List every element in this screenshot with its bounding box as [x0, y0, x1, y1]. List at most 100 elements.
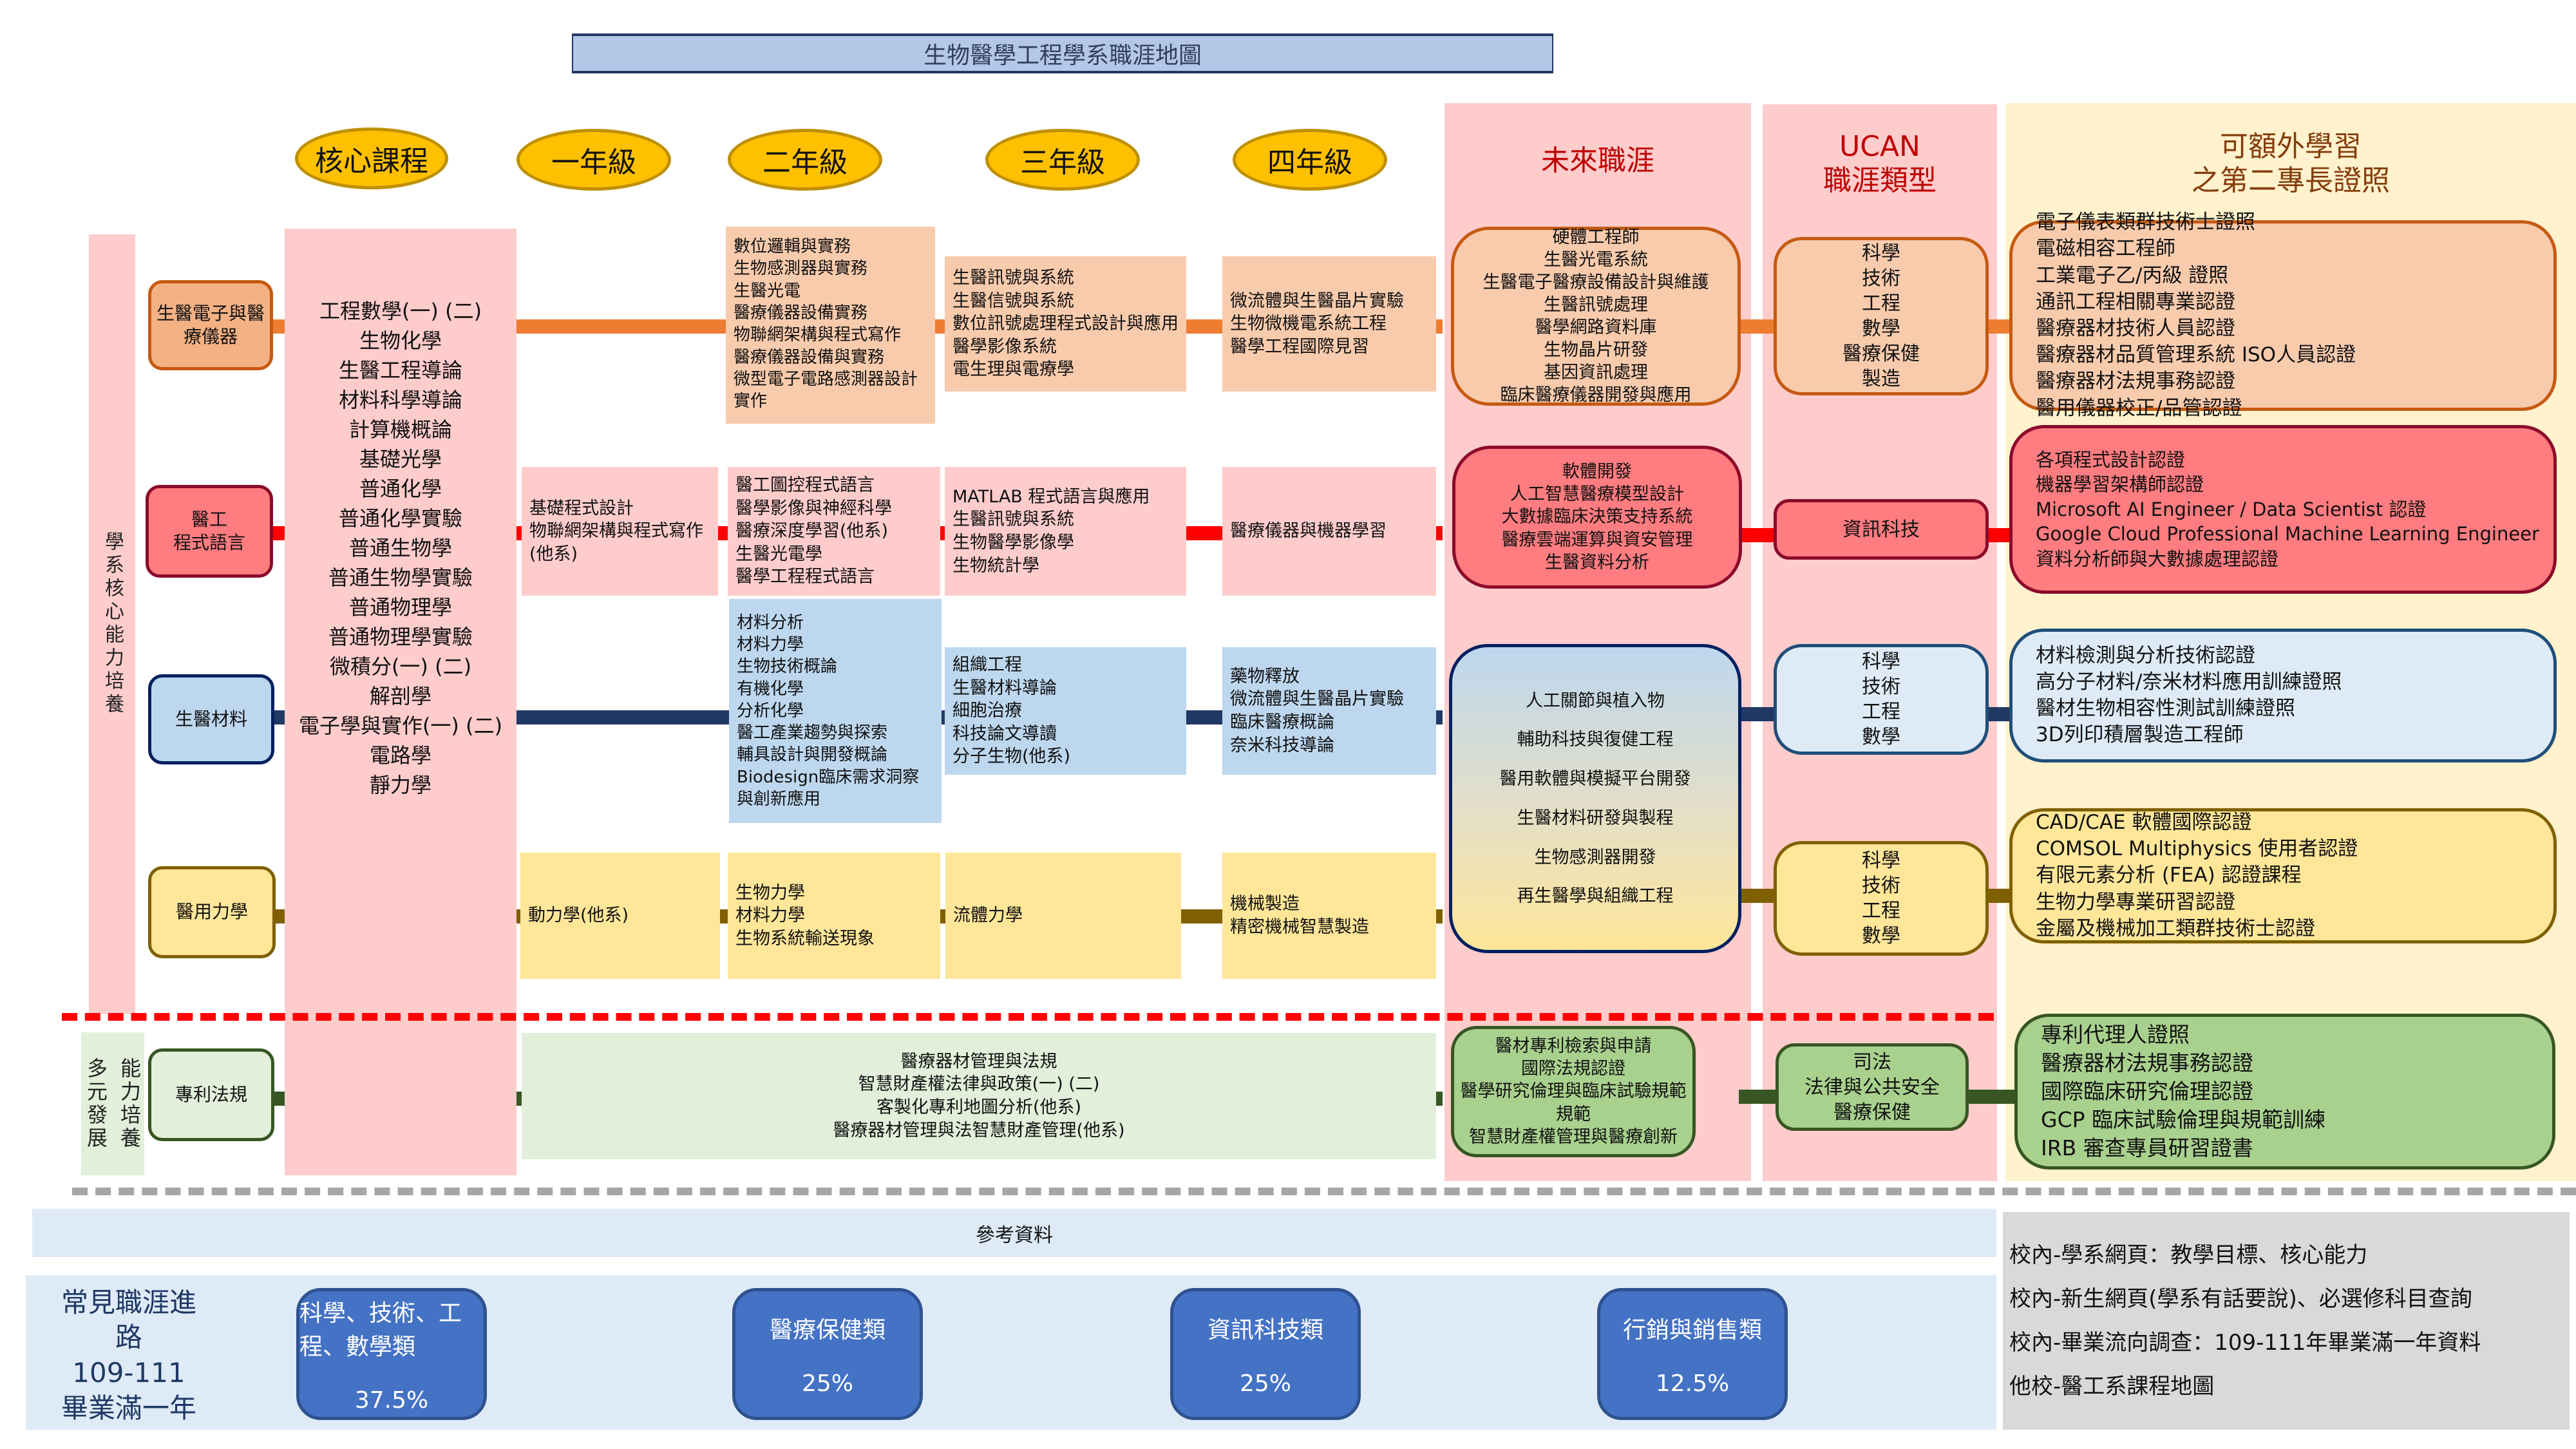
course-item: 醫學影像與神經科學 [735, 498, 892, 518]
ucan-item: 技術 [1862, 267, 1900, 290]
cert-item: 電磁相容工程師 [2036, 237, 2175, 261]
materials-year3-courses: 組織工程生醫材料導論細胞治療科技論文導讀分子生物(他系) [945, 647, 1186, 775]
core-course: 普通化學 [359, 477, 442, 501]
core-course: 工程數學(一) (二) [319, 299, 482, 323]
core-course: 普通物理學實驗 [328, 625, 473, 649]
ucan-item: 科學 [1862, 242, 1900, 265]
cert-item: 醫材生物相容性測試訓練證照 [2036, 697, 2295, 720]
cert-item: 國際臨床研究倫理認證 [2041, 1079, 2253, 1104]
section-divider-gray [72, 1188, 2576, 1195]
core-course: 普通物理學 [348, 595, 452, 620]
certs-materials: 材料檢測與分析技術認證高分子材料/奈米材料應用訓練證照醫材生物相容性測試訓練證照… [2009, 629, 2557, 762]
ucan-electronics: 科學技術工程數學醫療保健製造 [1774, 237, 1989, 395]
course-item: 數位邏輯與實務 [734, 237, 851, 256]
reference-link[interactable]: 校內-新生網頁(學系有話要說)、必選修科目查詢 [2009, 1286, 2472, 1312]
cert-item: 醫療器材品質管理系統 ISO人員認證 [2036, 343, 2356, 367]
career-item: 智慧財產權管理與醫療創新 [1469, 1126, 1678, 1147]
core-course: 電路學 [369, 743, 431, 768]
course-item: 生醫信號與系統 [952, 290, 1074, 311]
career-materials-mechanics: 人工關節與植入物輔助科技與復健工程醫用軟體與模擬平台開發生醫材料研發與製程生物感… [1449, 644, 1741, 953]
career-item: 醫療雲端運算與資安管理 [1501, 529, 1693, 550]
career-item: 軟體開發 [1562, 462, 1632, 482]
career-item: 基因資訊處理 [1544, 363, 1648, 383]
career-item: 生醫電子醫療設備設計與維護 [1482, 272, 1709, 292]
mechanics-year3-courses: 流體力學 [945, 853, 1181, 979]
career-item: 醫材專利檢索與申請 [1495, 1036, 1652, 1057]
career-item: 醫學網路資料庫 [1535, 317, 1657, 337]
course-item: 基礎程式設計 [529, 498, 634, 518]
track-patent[interactable]: 專利法規 [148, 1048, 274, 1141]
ucan-item: 法律與公共安全 [1804, 1075, 1940, 1099]
cert-item: 醫療器材法規事務認證 [2041, 1050, 2253, 1076]
cert-item: 通訊工程相關專業認證 [2036, 290, 2235, 314]
course-item: 生醫光電 [734, 281, 801, 301]
course-item: 生物統計學 [952, 555, 1039, 576]
cert-item: 3D列印積層製造工程師 [2036, 723, 2244, 747]
course-item: 生醫訊號與系統 [952, 509, 1074, 530]
track-electronics[interactable]: 生醫電子與醫療儀器 [148, 280, 273, 370]
course-item: 物聯網架構與程式寫作(他系) [529, 521, 703, 564]
core-course: 基礎光學 [359, 447, 442, 471]
ucan-item: 科學 [1862, 849, 1900, 872]
course-item: 材料力學 [737, 634, 804, 654]
programming-year2-courses: 醫工圖控程式語言醫學影像與神經科學醫療深度學習(他系)生醫光電學醫學工程程式語言 [728, 467, 940, 596]
cert-item: Microsoft AI Engineer / Data Scientist 認… [2036, 498, 2427, 520]
ucan-materials: 科學技術工程數學 [1774, 644, 1989, 755]
ucan-item: 數學 [1862, 726, 1900, 748]
cert-item: 金屬及機械加工類群技術士認證 [2036, 916, 2315, 940]
reference-link[interactable]: 他校-醫工系課程地圖 [2009, 1374, 2215, 1399]
electronics-year4-courses: 微流體與生醫晶片實驗生物微機電系統工程醫學工程國際見習 [1222, 256, 1436, 392]
course-item: 生物技術概論 [737, 657, 838, 677]
diverse-label-col1: 多元發展 [84, 1057, 108, 1150]
ucan-programming: 資訊科技 [1774, 499, 1989, 560]
course-item: 生物力學 [735, 882, 805, 903]
career-patent: 醫材專利檢索與申請國際法規認證醫學研究倫理與臨床試驗規範規範智慧財產權管理與醫療… [1451, 1026, 1696, 1157]
ucan-item: 工程 [1862, 701, 1900, 723]
course-item: 臨床醫療概論 [1230, 712, 1334, 732]
course-item: 輔具設計與開發概論 [737, 745, 888, 765]
core-course: 普通生物學實驗 [328, 565, 473, 590]
reference-link[interactable]: 校內-畢業流向調查：109-111年畢業滿一年資料 [2009, 1330, 2481, 1356]
course-item: 醫學工程國際見習 [1230, 336, 1369, 357]
course-item: 微型電子電路感測器設計實作 [734, 369, 918, 412]
reference-link[interactable]: 校內-學系網頁：教學目標、核心能力 [2009, 1242, 2368, 1268]
course-item: 醫療儀器設備與實務 [734, 347, 885, 367]
career-item: 生醫訊號處理 [1544, 294, 1648, 315]
track-materials[interactable]: 生醫材料 [148, 674, 274, 764]
course-item: 科技論文導讀 [952, 723, 1057, 744]
career-item: 人工智慧醫療模型設計 [1510, 484, 1684, 505]
ucan-patent: 司法法律與公共安全醫療保健 [1776, 1043, 1969, 1131]
career-item: 生物感測器開發 [1534, 847, 1656, 867]
course-item: 生物微機電系統工程 [1230, 314, 1387, 334]
course-item: 分析化學 [737, 701, 804, 721]
reference-bar: 參考資料 [32, 1209, 1996, 1257]
course-item: 流體力學 [953, 905, 1023, 926]
cert-item: 醫療器材技術人員認證 [2036, 317, 2235, 340]
header-ucan: UCAN 職涯類型 [1823, 130, 1937, 197]
course-item: 數位訊號處理程式設計與應用 [952, 314, 1179, 334]
track-mechanics[interactable]: 醫用力學 [148, 866, 276, 958]
track-programming[interactable]: 醫工 程式語言 [146, 485, 273, 578]
core-ability-label: 學系核心能力培養 [89, 234, 135, 1014]
course-item: 藥物釋放 [1230, 666, 1300, 687]
course-item: 物聯網架構與程式寫作 [734, 325, 902, 345]
cert-item: CAD/CAE 軟體國際認證 [2036, 810, 2252, 834]
course-item: 生物醫學影像學 [952, 533, 1074, 553]
course-item: 機械製造 [1230, 894, 1300, 914]
course-item: 醫療儀器與機器學習 [1230, 521, 1387, 542]
header-year-3: 三年級 [985, 129, 1140, 191]
course-item: 微流體與生醫晶片實驗 [1230, 290, 1404, 311]
header-core-courses: 核心課程 [295, 128, 448, 189]
career-item: 生醫材料研發與製程 [1517, 808, 1674, 828]
course-item: 智慧財產權法律與政策(一) (二) [858, 1074, 1100, 1095]
header-year-2: 二年級 [728, 129, 882, 191]
cert-item: GCP 臨床試驗倫理與規範訓練 [2041, 1106, 2326, 1132]
core-course: 解剖學 [369, 684, 431, 708]
course-item: 分子生物(他系) [952, 746, 1071, 767]
ucan-item: 醫療保健 [1842, 343, 1920, 365]
ucan-item: 醫療保健 [1833, 1101, 1911, 1124]
